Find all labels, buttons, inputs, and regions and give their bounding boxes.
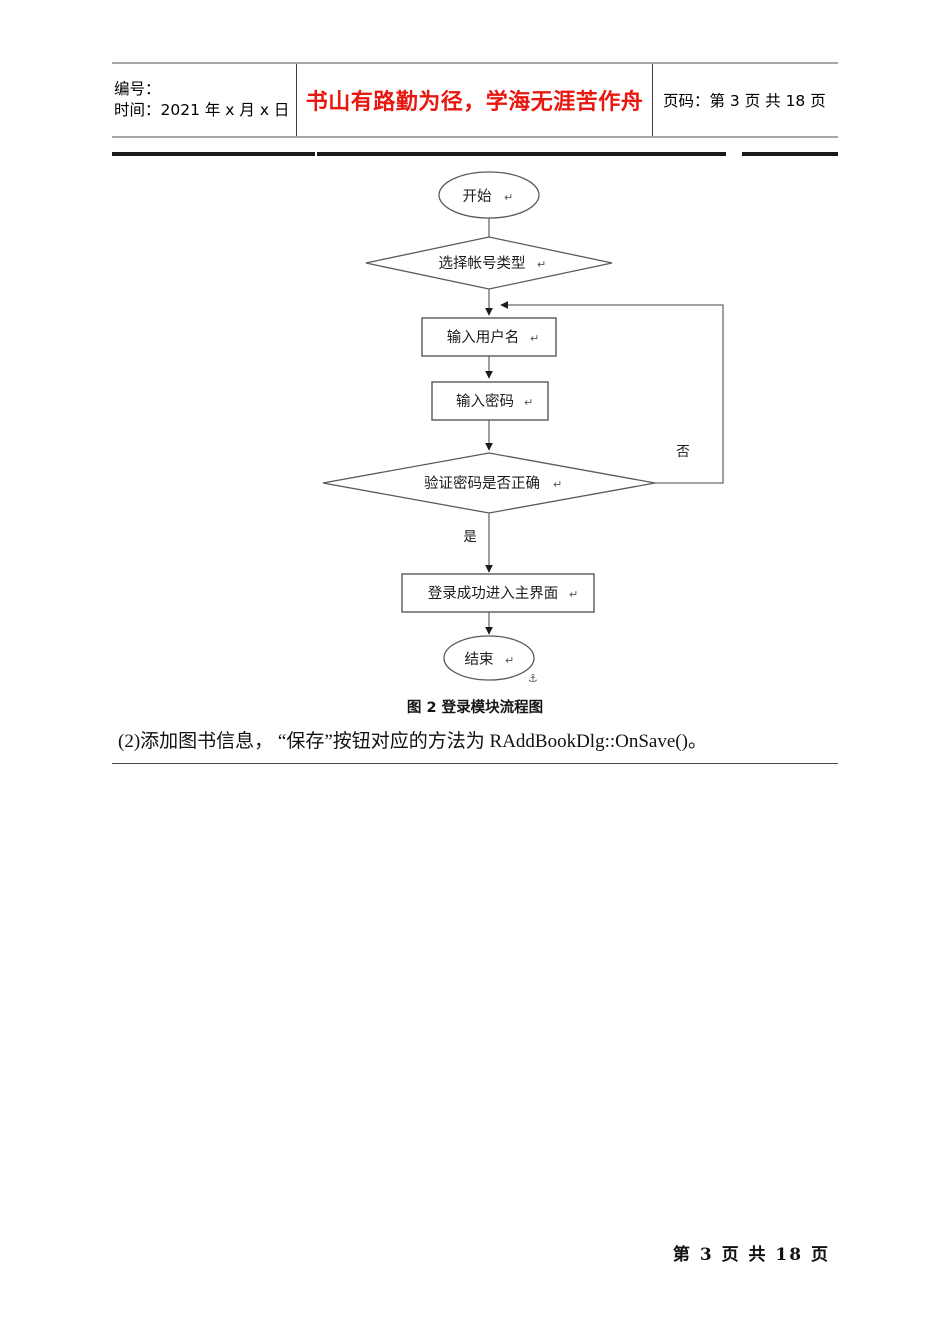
page-header-table: 编号： 时间：2021 年 x 月 x 日 书山有路勤为径，学海无涯苦作舟 页码… xyxy=(112,62,838,138)
flow-node-input-password: 输入密码 ↵ xyxy=(431,381,549,421)
figure-caption: 图 2 登录模块流程图 xyxy=(406,700,544,716)
pilcrow-end: ↵ xyxy=(505,654,514,667)
flow-node-choose-account-type: 选择帐号类型 ↵ xyxy=(365,236,613,290)
page-footer: 第 3 页 共 18 页 xyxy=(672,1245,830,1265)
flow-node-start-label: 开始 xyxy=(463,188,492,205)
flow-node-password-label: 输入密码 xyxy=(456,393,514,410)
rule-segment-right xyxy=(742,152,838,156)
flow-node-start: 开始 ↵ xyxy=(438,171,540,219)
flow-edge-label-yes: 是 xyxy=(463,529,477,545)
header-number-label: 编号： xyxy=(114,80,161,98)
body-bottom-rule xyxy=(112,763,838,764)
flow-node-verify-label: 验证密码是否正确 xyxy=(424,475,540,492)
body-paragraph: (2)添加图书信息， “保存”按钮对应的方法为 RAddBookDlg::OnS… xyxy=(118,731,707,752)
pilcrow-password: ↵ xyxy=(524,396,533,409)
header-cell-meta: 编号： 时间：2021 年 x 月 x 日 xyxy=(112,64,297,136)
pilcrow-choose: ↵ xyxy=(537,258,546,271)
login-flowchart: 开始 ↵ 选择帐号类型 ↵ 输入用户名 ↵ 输入密码 ↵ 验证密码是否正确 ↵ … xyxy=(112,160,838,690)
header-page-label: 页码：第 3 页 共 18 页 xyxy=(663,92,826,110)
header-separator-rule xyxy=(112,152,838,156)
pilcrow-success: ↵ xyxy=(569,588,578,601)
flow-node-username-label: 输入用户名 xyxy=(447,329,520,346)
rule-gap-right xyxy=(726,152,742,156)
pilcrow-username: ↵ xyxy=(530,332,539,345)
header-title: 书山有路勤为径，学海无涯苦作舟 xyxy=(305,89,644,115)
pilcrow-verify: ↵ xyxy=(553,478,562,491)
header-cell-title: 书山有路勤为径，学海无涯苦作舟 xyxy=(297,64,653,136)
pilcrow-start: ↵ xyxy=(504,191,513,204)
header-cell-pagenum: 页码：第 3 页 共 18 页 xyxy=(653,64,838,136)
flow-node-input-username: 输入用户名 ↵ xyxy=(421,317,557,357)
flow-node-end-label: 结束 xyxy=(465,651,494,668)
flow-node-choose-label: 选择帐号类型 xyxy=(439,255,526,272)
flow-node-end: 结束 ↵ ⚓ xyxy=(443,635,538,685)
rule-segment-left xyxy=(112,152,315,156)
flow-edge-label-no: 否 xyxy=(676,444,690,460)
flow-edge-no-loopback xyxy=(500,301,724,484)
flow-node-login-success: 登录成功进入主界面 ↵ xyxy=(401,573,595,613)
flow-node-verify-password: 验证密码是否正确 ↵ xyxy=(322,452,656,514)
anchor-mark-icon: ⚓ xyxy=(528,672,538,685)
flow-node-success-label: 登录成功进入主界面 xyxy=(428,585,559,602)
rule-segment-mid xyxy=(317,152,726,156)
header-date-label: 时间：2021 年 x 月 x 日 xyxy=(114,101,290,119)
